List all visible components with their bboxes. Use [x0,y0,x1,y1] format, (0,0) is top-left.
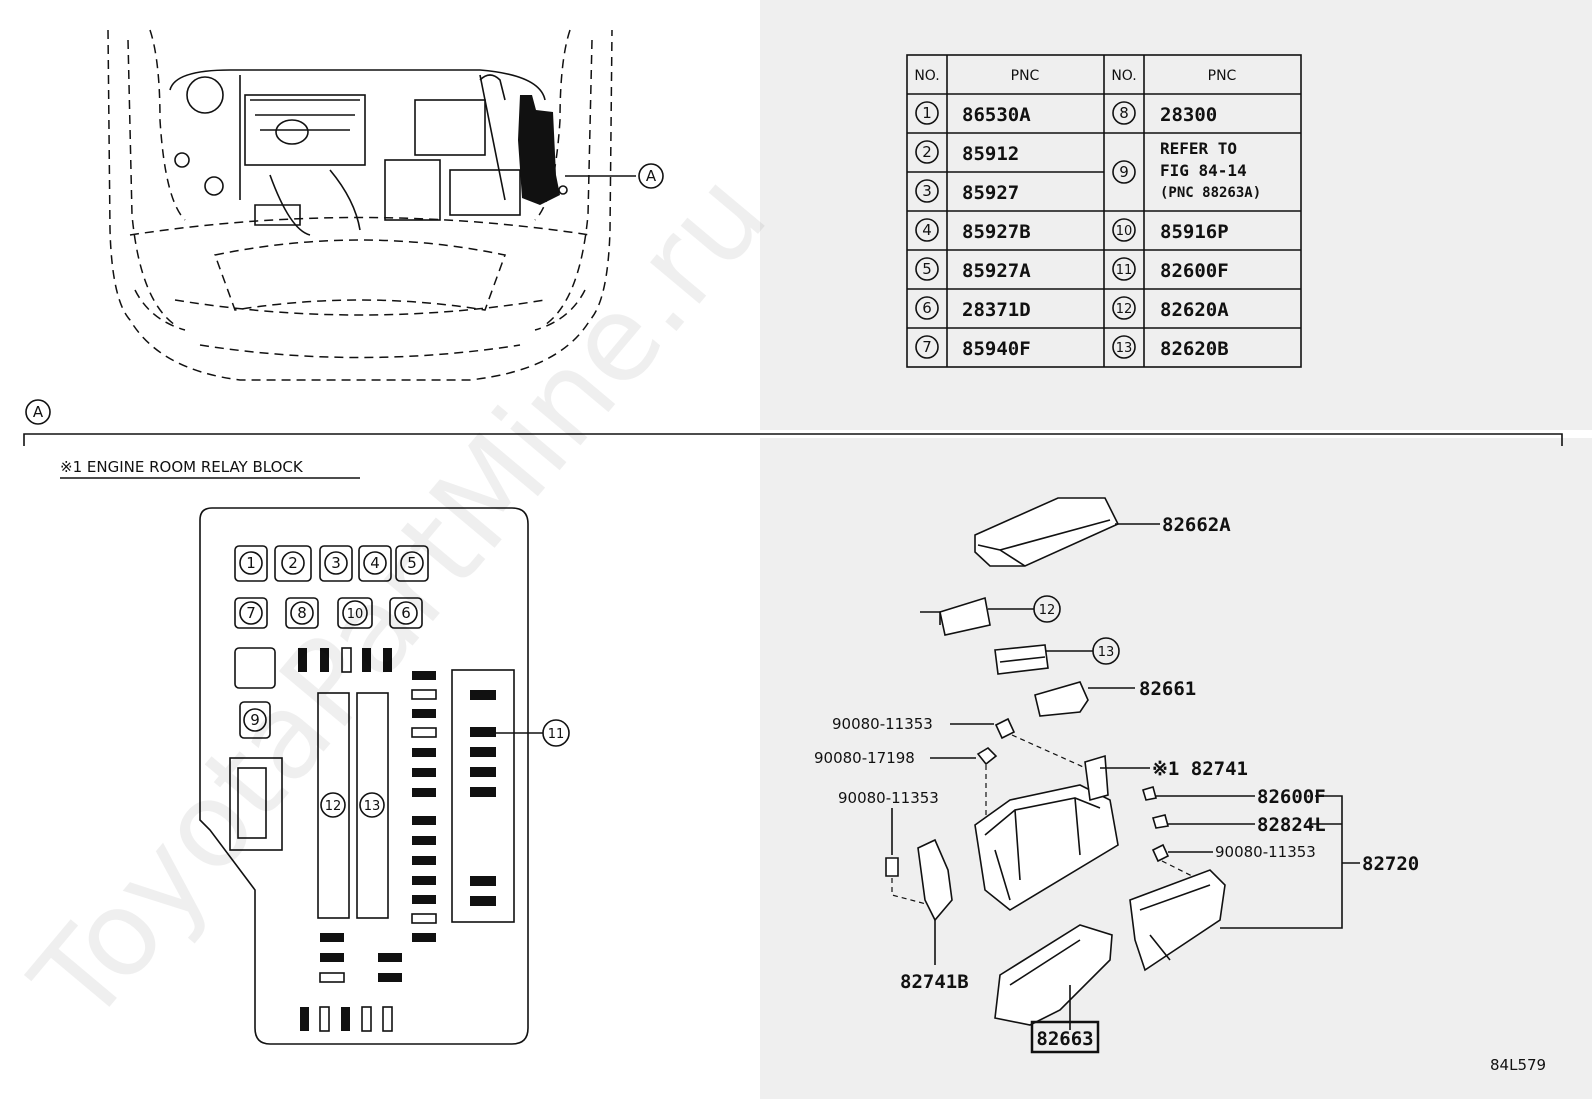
table-row-pnc-line: FIG 84-14 [1160,161,1247,180]
relay-strip-label: 13 [364,799,381,814]
part-label-item13: 13 [1098,645,1115,660]
table-row-number: 4 [922,221,932,239]
figure-code: 84L579 [1490,1056,1546,1074]
table-row-pnc: 82620A [1160,299,1229,321]
relay-slot-label: 5 [407,554,417,572]
table-header-no-1: NO. [914,68,939,84]
relay-slot-label: 10 [347,607,364,622]
table-row-number: 12 [1116,302,1133,317]
relay-slot-label: 9 [250,711,260,729]
relay-slot-label: 3 [331,554,341,572]
part-label-bolt-c: 90080-11353 [838,789,939,807]
relay-slot-label: 2 [288,554,298,572]
table-row-number: 2 [922,143,932,161]
part-label-bracket: 82661 [1139,678,1196,700]
table-row-pnc: 82600F [1160,260,1229,282]
part-label-lower-bracket: 82741B [900,971,969,993]
table-row-number: 3 [922,182,932,200]
table-row-pnc: 85927B [962,221,1031,243]
relay-slot-label: 8 [297,604,307,622]
table-panel-background [760,0,1592,430]
relay-slot-label: 6 [401,604,411,622]
part-label-nut: 90080-17198 [814,749,915,767]
table-row-pnc-line: REFER TO [1160,139,1237,158]
part-label-item12: 12 [1039,603,1056,618]
table-row-number: 11 [1116,263,1133,278]
table-row-number: 9 [1119,163,1129,181]
part-label-bolt-b: 90080-11353 [1215,843,1316,861]
pnc-table: NO. PNC NO. PNC 1 86530A 2 85912 3 85927… [906,54,1302,368]
table-row-pnc-line: (PNC 88263A) [1160,185,1261,201]
highlight-box [1030,1020,1100,1054]
relay-block-layout: ※1 ENGINE ROOM RELAY BLOCK 1 2 3 4 5 7 8… [60,458,570,1045]
table-row-pnc: 86530A [962,104,1031,126]
table-row-number: 8 [1119,104,1129,122]
table-row-pnc: 28371D [962,299,1031,321]
table-row-number: 13 [1116,341,1133,356]
part-label-assembly: 82720 [1362,853,1419,875]
part-label-bolt-a: 90080-11353 [832,715,933,733]
table-row-pnc: 85940F [962,338,1031,360]
section-a-label: A [33,403,44,421]
table-row-number: 1 [922,104,932,122]
table-row-number: 6 [922,299,932,317]
relay-block-title: ※1 ENGINE ROOM RELAY BLOCK [60,458,304,476]
relay-strip-label: 12 [325,799,342,814]
part-label-lower-cover: 82663 [1036,1028,1093,1050]
part-label-fuse1: 82600F [1257,786,1326,808]
table-row-number: 10 [1116,224,1133,239]
callout-a-label: A [646,167,657,185]
table-header-pnc-1: PNC [1011,68,1040,84]
table-header-pnc-2: PNC [1208,68,1237,84]
part-label-block: ※1 82741 [1152,758,1248,780]
table-header-no-2: NO. [1111,68,1136,84]
relay-slot-label: 4 [370,554,380,572]
table-row-number: 7 [922,338,932,356]
table-row-pnc: 82620B [1160,338,1229,360]
relay-slot-label: 1 [246,554,256,572]
relay-slot-label: 7 [246,604,256,622]
table-row-pnc: 85912 [962,143,1019,165]
exploded-view: 82662A 12 13 82661 90080-11353 90080-171… [814,497,1419,1054]
exploded-view-background [760,438,1592,1099]
relay-side-label: 11 [548,727,565,742]
table-row-pnc: 85927 [962,182,1019,204]
section-a-divider: A [23,399,1563,446]
watermark-text: ToyotaPartMine.ru [5,147,793,1049]
table-row-number: 5 [922,260,932,278]
table-row-pnc: 85927A [962,260,1031,282]
table-row-pnc: 28300 [1160,104,1217,126]
part-label-fuse2: 82824L [1257,814,1326,836]
part-label-cover: 82662A [1162,514,1231,536]
table-row-pnc: 85916P [1160,221,1229,243]
engine-bay-illustration: A [107,29,664,381]
